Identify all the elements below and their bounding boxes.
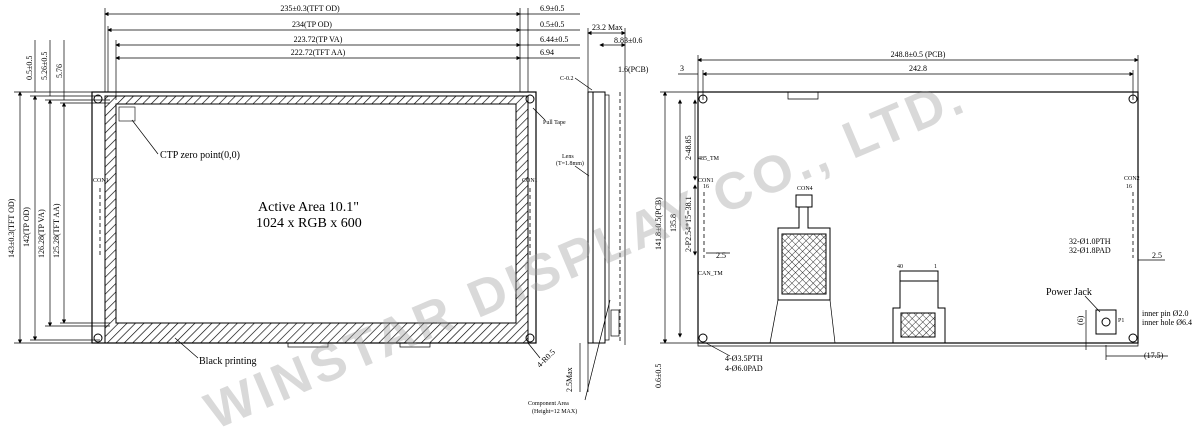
front-left-dimensions: 143±0.3(TFT OD) 142(TP OD) 126.28(TP VA)… [7,40,110,344]
back-pcb-edge [697,343,1139,347]
back-con2-pin16: 16 [1126,184,1132,190]
back-dim-0-6: 0.6±0.5 [654,364,663,388]
front-view: 235±0.3(TFT OD) 234(TP OD) 223.72(TP VA)… [7,4,580,369]
dim-tp-va: 223.72(TP VA) [294,35,343,44]
dim-tft-od: 235±0.3(TFT OD) [280,4,340,13]
inner-hole-label: inner hole Ø6.4 [1142,318,1192,327]
dim-6-94: 6.94 [540,48,554,57]
mount-hole-tr [525,94,535,104]
mount-hole-br [525,333,535,343]
back-hole-pth-label: 4-Ø3.5PTH [725,354,763,363]
back-hole-br [1128,333,1138,343]
dim-v-tft-od: 143±0.3(TFT OD) [7,198,16,258]
back-dim-242-8: 242.8 [909,64,927,73]
power-jack-pin-icon [1101,317,1111,327]
side-dim-23-2: 23.2 Max [592,23,623,32]
front-top-dimensions: 235±0.3(TFT OD) 234(TP OD) 223.72(TP VA)… [104,4,580,100]
power-jack-p1: P1 [1118,318,1124,324]
side-dim-8-83: 8.83±0.6 [614,36,642,45]
dim-6-44: 6.44±0.5 [540,35,568,44]
lens-label-2: (T=1.8mm) [556,160,584,167]
fpc-pin-40: 40 [897,264,903,270]
side-lens [587,91,594,344]
dim-v-5-76: 5.76 [55,64,64,78]
lens-label-1: Lens [562,154,574,160]
back-hole-tr [1128,94,1138,104]
inner-pin-label: inner pin Ø2.0 [1142,309,1188,318]
dim-0-5: 0.5±0.5 [540,20,564,29]
dim-v-5-26: 5.26±0.5 [40,52,49,80]
dim-v-0-5: 0.5±0.5 [25,56,34,80]
con4-tail [769,299,836,344]
fpc-connector [899,270,939,282]
mount-hole-bl [93,333,103,343]
fpc-pin-1: 1 [934,264,937,270]
back-dim-2-5-left: 2.5 [716,251,726,260]
back-view: 248.8±0.5 (PCB) 242.8 3 141.8±0.5(PCB) 1… [654,50,1192,388]
resolution-label: 1024 x RGB x 600 [256,216,362,231]
back-notch [787,92,819,100]
component-area-label: Component Area [528,401,569,407]
ctp-zero-label: CTP zero point(0,0) [160,150,240,161]
back-pth-label: 32-Ø1.0PTH [1069,237,1111,246]
label-485-tm: 485_TM [698,156,720,162]
dim-tft-aa: 222.72(TFT AA) [291,48,346,57]
back-dim-pitch: 2-P2.54*15=38.1 [684,196,693,252]
dim-v-tp-od: 142(TP OD) [22,207,31,247]
power-jack [1095,309,1117,335]
side-backplate [604,94,610,341]
back-dim-6: (6) [1076,315,1085,325]
side-pcb-thickness: 1.6(PCB) [618,65,649,74]
back-con1-label: CON1 [698,178,714,184]
front-tab-1 [287,342,329,348]
dim-v-tp-va: 126.28(TP VA) [37,209,46,258]
dim-tp-od: 234(TP OD) [292,20,332,29]
mount-hole-tl [93,94,103,104]
fpc-shield [900,312,936,338]
back-hole-pad-label: 4-Ø6.0PAD [725,364,763,373]
front-con1-left: CON1 [93,178,109,184]
active-area [115,103,517,324]
active-area-label: Active Area 10.1" [258,200,359,215]
component-height-label: (Height=12 MAX) [532,408,577,415]
back-pad-label: 32-Ø1.8PAD [1069,246,1111,255]
back-dim-48-85: 2-48.85 [684,135,693,160]
radius-label: 4-R0.5 [535,347,557,369]
dim-6-9: 6.9±0.5 [540,4,564,13]
side-max-2-5: 2.5Max [565,367,574,392]
side-view: 23.2 Max 8.83±0.6 C-0.2 1.6(PCB) Lens (T… [528,23,649,415]
back-hole-bl [698,333,708,343]
con4-connector [795,194,813,208]
dim-v-tft-aa: 125.28(TFT AA) [52,203,61,258]
back-con1-pin16: 16 [703,184,709,190]
label-can-tm: CAN_TM [698,271,723,277]
side-jack [610,309,620,337]
black-printing-label: Black printing [199,356,257,367]
front-tab-2 [399,342,431,348]
con4-shield [781,233,827,295]
side-c02: C-0.2 [560,76,574,82]
power-jack-label: Power Jack [1046,287,1092,298]
front-con1-right: CON1 [522,178,538,184]
fpc-tail [892,281,946,344]
back-dim-pcb-height: 141.8±0.5(PCB) [654,197,663,250]
back-dim-135-8: 135.8 [669,214,678,232]
back-dim-3: 3 [680,64,684,73]
back-con2-label: CON2 [1124,176,1140,182]
back-hole-tl [698,94,708,104]
back-dim-2-5-right: 2.5 [1152,251,1162,260]
pull-tape-label: Pull Tape [543,120,566,126]
back-con4-label: CON4 [797,186,813,192]
back-dim-17-5: (17.5) [1144,351,1164,360]
back-dim-pcb-width: 248.8±0.5 (PCB) [891,50,946,59]
con4-fpc [777,207,831,301]
ctp-origin-marker [118,106,136,122]
